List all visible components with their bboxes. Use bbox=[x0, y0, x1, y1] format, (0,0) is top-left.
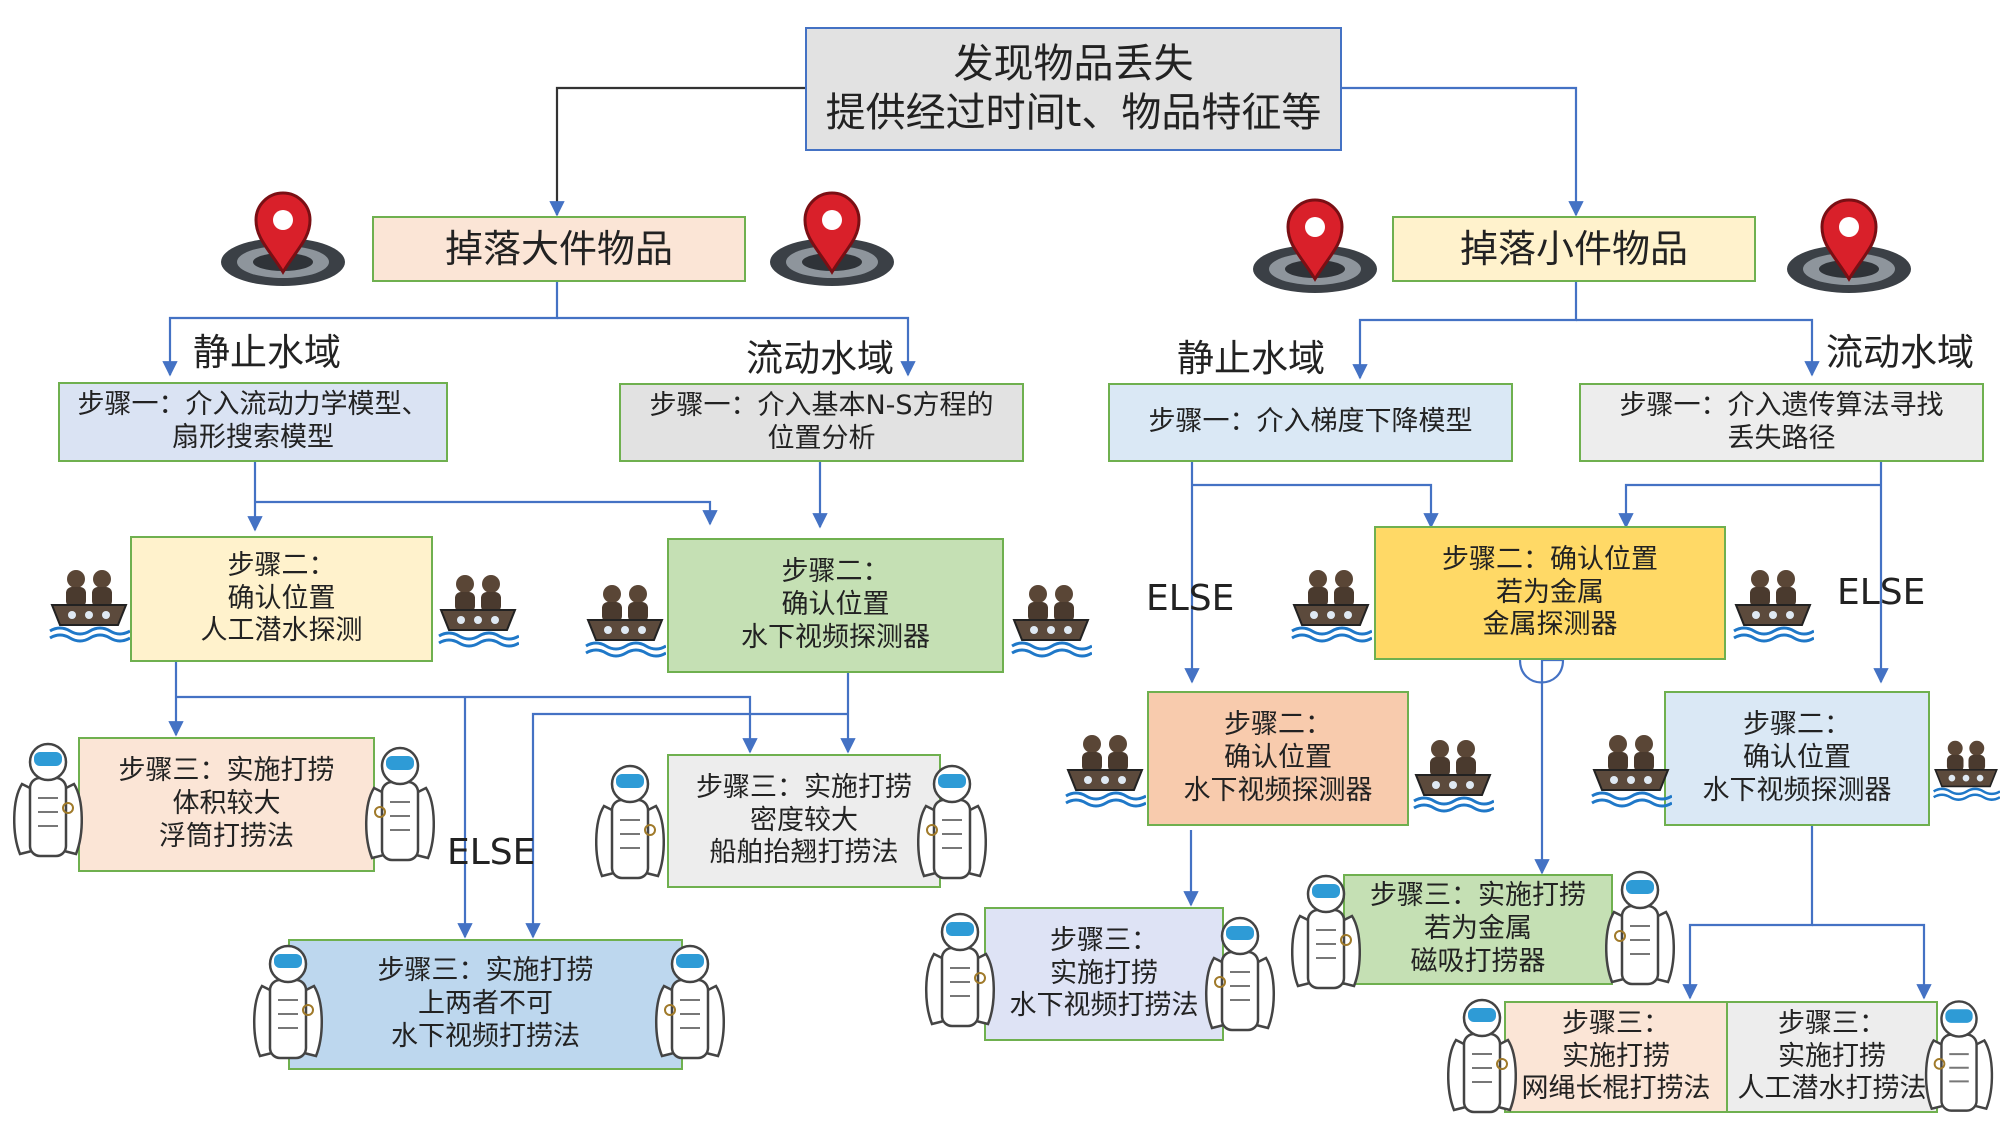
location-pin-icon bbox=[221, 191, 345, 286]
diver-robot-icon bbox=[1290, 874, 1362, 990]
right-step2-video-b: 步骤二： 确认位置 水下视频探测器 bbox=[1664, 691, 1930, 826]
diver-robot-icon bbox=[1604, 870, 1676, 986]
right-step2-video-a: 步骤二： 确认位置 水下视频探测器 bbox=[1147, 691, 1409, 826]
rescue-boat-icon bbox=[1065, 735, 1146, 808]
right-step3-net: 步骤三： 实施打捞 网绳长棍打捞法 bbox=[1504, 1001, 1728, 1113]
left-flow-step1: 步骤一：介入基本N-S方程的 位置分析 bbox=[619, 383, 1024, 462]
rescue-boat-icon bbox=[1591, 735, 1672, 808]
start-line1: 发现物品丢失 bbox=[953, 41, 1194, 88]
large-item-node: 掉落大件物品 bbox=[372, 216, 746, 282]
rescue-boat-icon bbox=[1413, 740, 1494, 813]
right-flow-step1: 步骤一：介入遗传算法寻找 丢失路径 bbox=[1579, 383, 1984, 462]
right-step3-diver: 步骤三： 实施打捞 人工潜水打捞法 bbox=[1726, 1001, 1938, 1113]
right-step3-video: 步骤三： 实施打捞 水下视频打捞法 bbox=[984, 907, 1224, 1041]
left-step3-float: 步骤三：实施打捞 体积较大 浮筒打捞法 bbox=[78, 737, 375, 872]
rescue-boat-icon bbox=[1011, 585, 1092, 658]
diver-robot-icon bbox=[1204, 916, 1276, 1032]
rescue-boat-icon bbox=[49, 570, 130, 643]
rescue-boat-icon bbox=[438, 575, 519, 648]
left-still-water-label: 静止水域 bbox=[193, 331, 341, 374]
rescue-boat-icon bbox=[1933, 740, 2000, 801]
rescue-boat-icon bbox=[585, 585, 666, 658]
rescue-boat-icon bbox=[1733, 570, 1814, 643]
left-step2-diver: 步骤二： 确认位置 人工潜水探测 bbox=[130, 536, 433, 662]
right-step3-magnet: 步骤三：实施打捞 若为金属 磁吸打捞器 bbox=[1343, 874, 1613, 985]
diver-robot-icon bbox=[1446, 998, 1518, 1114]
rescue-boat-icon bbox=[1291, 570, 1372, 643]
right-still-water-label: 静止水域 bbox=[1177, 337, 1325, 380]
diver-robot-icon bbox=[924, 912, 996, 1028]
diver-robot-icon bbox=[12, 742, 84, 858]
diver-robot-icon bbox=[594, 764, 666, 880]
large-item-title: 掉落大件物品 bbox=[444, 226, 673, 271]
diver-robot-icon bbox=[916, 764, 988, 880]
diver-robot-icon bbox=[364, 746, 436, 862]
start-node: 发现物品丢失 提供经过时间t、物品特征等 bbox=[805, 27, 1342, 151]
location-pin-icon bbox=[1253, 198, 1377, 293]
small-item-node: 掉落小件物品 bbox=[1392, 216, 1756, 282]
diver-robot-icon bbox=[654, 944, 726, 1060]
right-still-step1: 步骤一：介入梯度下降模型 bbox=[1108, 383, 1513, 462]
right-flowing-water-label: 流动水域 bbox=[1826, 331, 1974, 374]
right-else-left-label: ELSE bbox=[1146, 578, 1235, 619]
right-step2-metal: 步骤二：确认位置 若为金属 金属探测器 bbox=[1374, 526, 1726, 660]
location-pin-icon bbox=[770, 191, 894, 286]
diver-robot-icon bbox=[252, 944, 324, 1060]
right-else-right-label: ELSE bbox=[1837, 572, 1926, 613]
left-else-label: ELSE bbox=[447, 832, 536, 873]
small-item-title: 掉落小件物品 bbox=[1459, 226, 1688, 271]
left-flowing-water-label: 流动水域 bbox=[746, 337, 894, 380]
location-pin-icon bbox=[1787, 198, 1911, 293]
left-step3-video: 步骤三：实施打捞 上两者不可 水下视频打捞法 bbox=[288, 939, 683, 1070]
left-step2-video: 步骤二： 确认位置 水下视频探测器 bbox=[667, 538, 1004, 673]
left-step3-ship: 步骤三：实施打捞 密度较大 船舶抬翘打捞法 bbox=[667, 754, 941, 888]
diver-robot-icon bbox=[1924, 1000, 1994, 1112]
left-still-step1: 步骤一：介入流动力学模型、 扇形搜索模型 bbox=[58, 382, 448, 462]
start-line2: 提供经过时间t、物品特征等 bbox=[825, 90, 1322, 136]
